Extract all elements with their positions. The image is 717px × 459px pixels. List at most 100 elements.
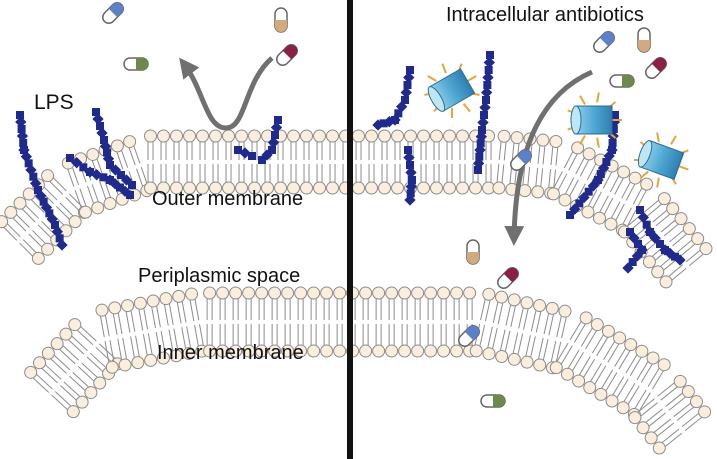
phospholipid bbox=[235, 129, 249, 195]
phospholipid bbox=[604, 171, 642, 231]
phospholipid bbox=[0, 215, 45, 265]
phospholipid bbox=[170, 129, 184, 195]
arrows bbox=[179, 56, 593, 246]
phospholipid bbox=[50, 337, 107, 390]
phospholipid bbox=[307, 286, 321, 358]
phospholipid bbox=[121, 299, 145, 370]
lps-chain-icon bbox=[636, 206, 686, 266]
phospholipid bbox=[133, 296, 158, 367]
phospholipid bbox=[95, 303, 119, 374]
capsule-icon bbox=[510, 149, 532, 171]
phospholipid bbox=[546, 141, 585, 201]
lps-chain-icon bbox=[372, 66, 415, 131]
phospholipid bbox=[216, 286, 230, 358]
phospholipid bbox=[86, 147, 117, 211]
phospholipid bbox=[261, 129, 275, 195]
phospholipid bbox=[628, 374, 687, 425]
phospholipid bbox=[594, 338, 638, 401]
inner-membrane-label: Inner membrane bbox=[157, 342, 304, 364]
capsule-icon bbox=[274, 7, 288, 33]
lps-chain-icon bbox=[258, 116, 283, 164]
phospholipid bbox=[644, 395, 703, 445]
phospholipid bbox=[300, 129, 314, 195]
capsule-icon bbox=[497, 267, 519, 289]
phospholipid bbox=[424, 286, 438, 358]
phospholipid bbox=[495, 293, 521, 364]
phospholipid bbox=[549, 311, 593, 375]
phospholipid bbox=[652, 405, 712, 455]
outer-membrane bbox=[0, 129, 713, 289]
phospholipid bbox=[268, 286, 282, 358]
lps-chain-icon bbox=[622, 228, 648, 274]
periplasmic-space-label: Periplasmic space bbox=[138, 265, 301, 287]
phospholipid bbox=[229, 286, 243, 358]
phospholipid bbox=[352, 129, 366, 195]
phospholipid bbox=[359, 286, 373, 358]
phospholipid bbox=[398, 286, 412, 358]
phospholipid bbox=[294, 286, 308, 358]
capsule-icon bbox=[102, 2, 124, 24]
phospholipid bbox=[4, 205, 55, 256]
porin-icon bbox=[633, 132, 689, 188]
phospholipid bbox=[196, 129, 210, 195]
phospholipid bbox=[507, 296, 534, 366]
phospholipid bbox=[365, 129, 379, 195]
antibiotic-capsules bbox=[102, 2, 667, 408]
phospholipid bbox=[242, 286, 256, 358]
phospholipid bbox=[110, 139, 142, 202]
phospholipid bbox=[558, 147, 596, 207]
phospholipid bbox=[287, 129, 301, 195]
phospholipid bbox=[616, 351, 660, 415]
phospholipid bbox=[411, 286, 425, 358]
phospholipid bbox=[144, 129, 158, 195]
phospholipid bbox=[203, 286, 217, 358]
outer-membrane-label: Outer membrane bbox=[152, 188, 304, 210]
phospholipid bbox=[255, 286, 269, 358]
capsule-icon bbox=[466, 239, 480, 265]
phospholipid bbox=[605, 344, 649, 408]
phospholipid bbox=[482, 290, 509, 361]
intracellular-antibiotics-label: Intracellular antibiotics bbox=[446, 4, 644, 26]
lps-chain-icon bbox=[403, 146, 417, 206]
phospholipid bbox=[651, 232, 705, 279]
phospholipid bbox=[659, 242, 713, 289]
lps-chain-icon bbox=[234, 146, 256, 160]
phospholipid bbox=[378, 129, 392, 195]
phospholipid bbox=[430, 129, 444, 195]
phospholipid bbox=[333, 286, 347, 358]
capsule-icon bbox=[637, 27, 651, 53]
lps-chain-icon bbox=[473, 51, 495, 174]
phospholipid bbox=[222, 129, 236, 195]
phospholipid bbox=[248, 129, 262, 195]
porin-icon bbox=[424, 63, 480, 118]
phospholipid bbox=[320, 286, 334, 358]
phospholipid bbox=[492, 129, 511, 195]
phospholipid bbox=[642, 222, 696, 269]
phospholipid bbox=[24, 365, 80, 419]
phospholipid bbox=[533, 301, 559, 372]
phospholipid bbox=[385, 286, 399, 358]
phospholipid bbox=[520, 299, 547, 369]
lps-chain-icon bbox=[66, 154, 134, 199]
phospholipid bbox=[313, 129, 327, 195]
phospholipid bbox=[157, 129, 171, 195]
phospholipid bbox=[583, 331, 627, 395]
phospholipid bbox=[33, 356, 89, 409]
phospholipid bbox=[183, 129, 197, 195]
phospholipid bbox=[636, 385, 695, 435]
phospholipid bbox=[450, 286, 464, 358]
phospholipid bbox=[443, 129, 457, 195]
phospholipid bbox=[61, 156, 92, 219]
phospholipid bbox=[505, 131, 524, 196]
phospholipid bbox=[456, 129, 470, 195]
uptake-arrow-icon bbox=[504, 69, 593, 246]
capsule-icon bbox=[123, 57, 149, 71]
efflux-arrow-icon bbox=[179, 56, 274, 131]
phospholipid bbox=[22, 187, 73, 238]
capsule-icon bbox=[458, 325, 480, 347]
capsule-icon bbox=[593, 31, 615, 53]
phospholipid bbox=[592, 165, 631, 225]
phospholipid bbox=[531, 133, 550, 199]
porins bbox=[424, 63, 689, 188]
